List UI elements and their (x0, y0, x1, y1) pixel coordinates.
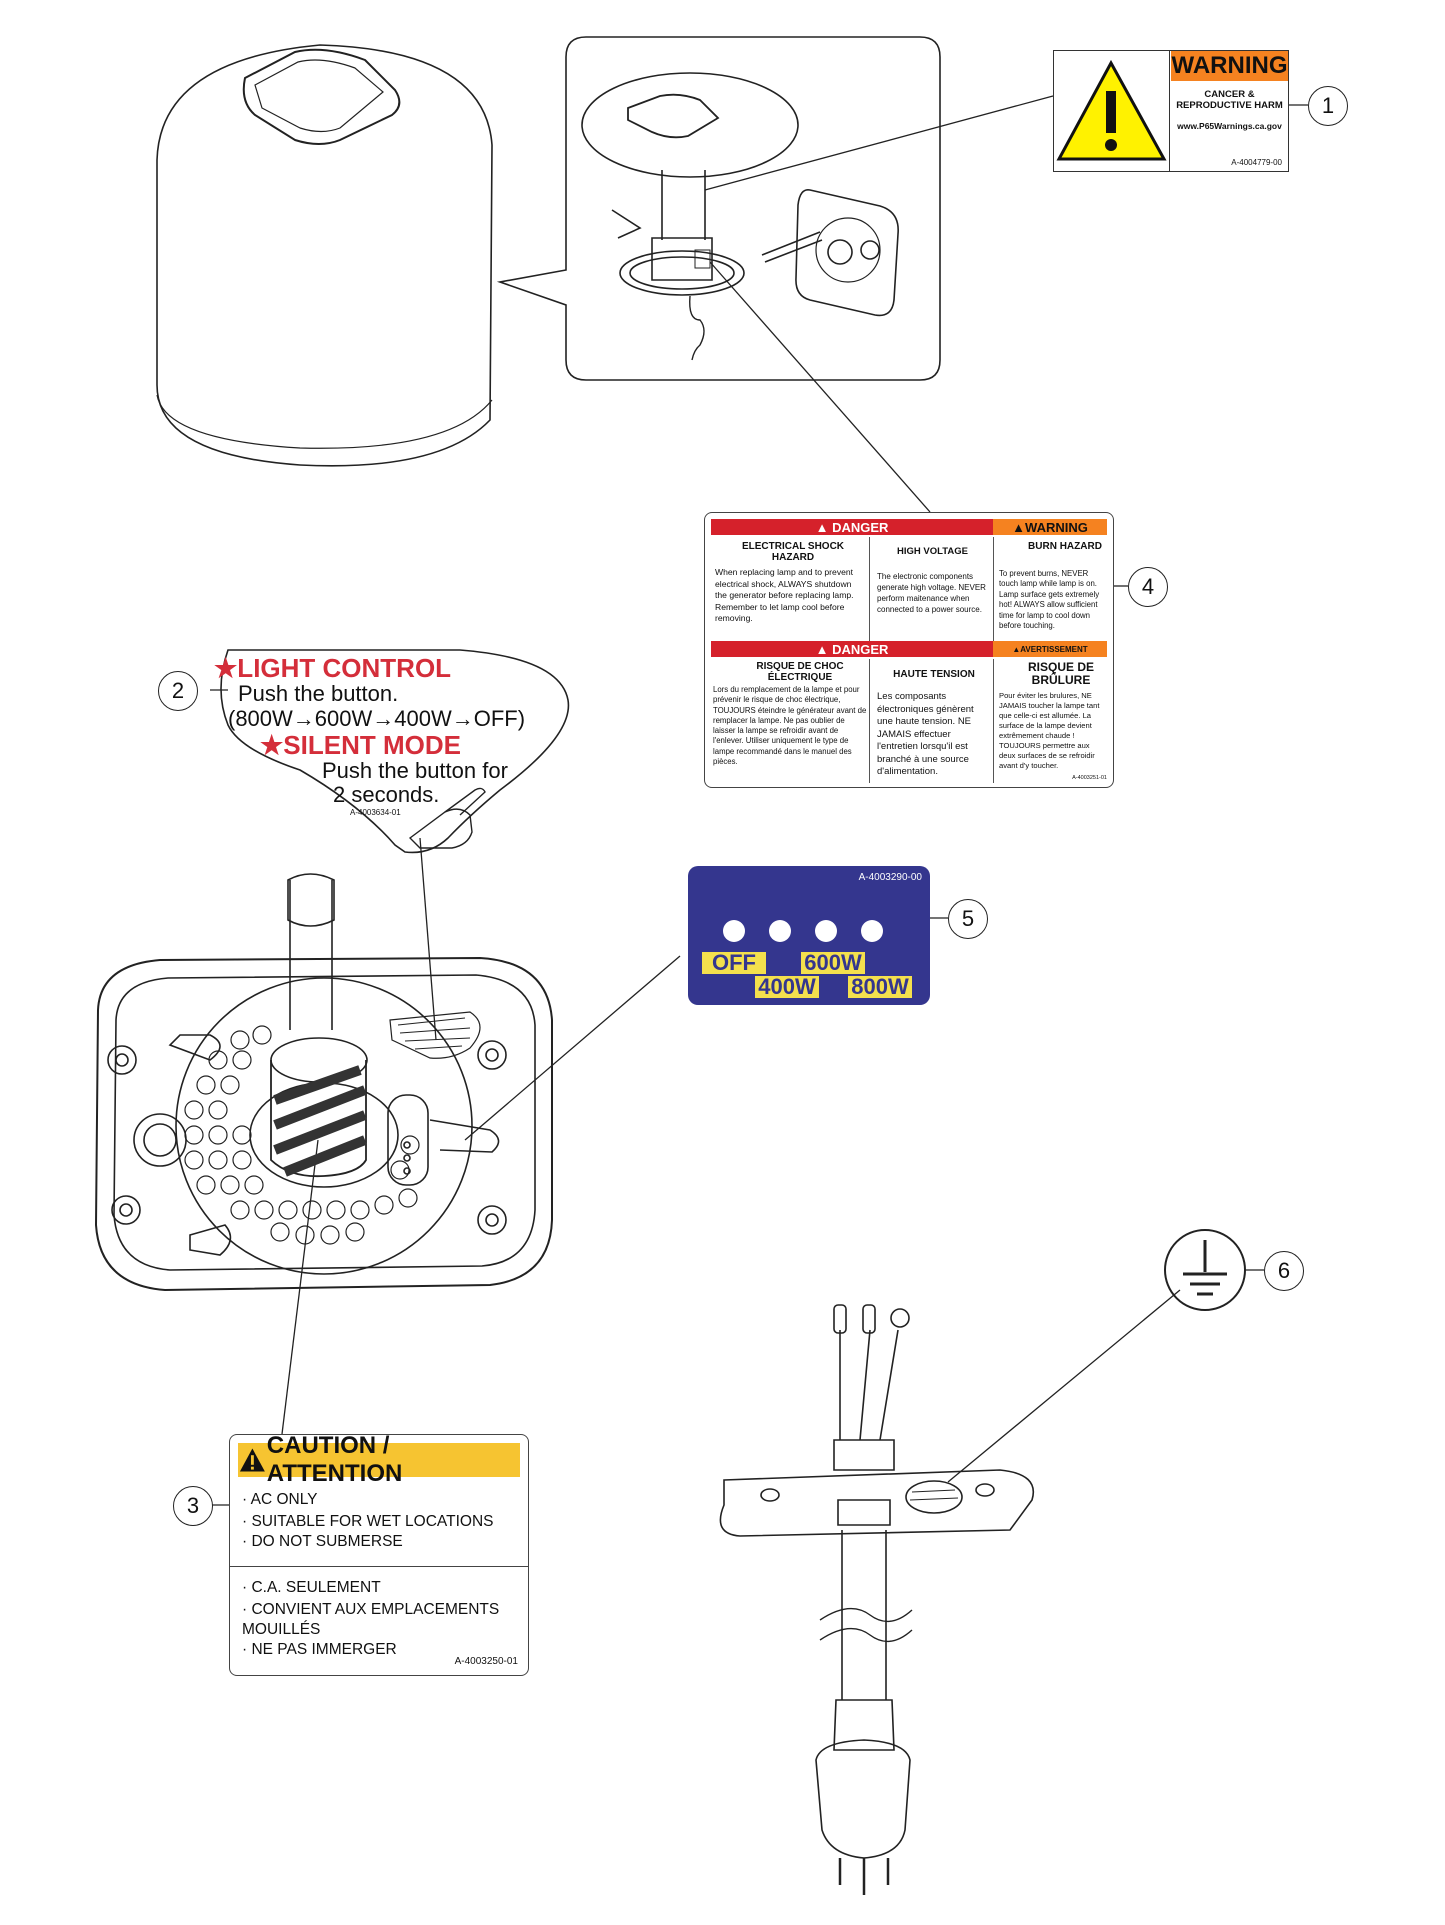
label-3-caution: CAUTION / ATTENTION · AC ONLY · SUITABLE… (229, 1434, 529, 1676)
indicator-light-800 (861, 920, 883, 942)
label-3-header: CAUTION / ATTENTION (266, 1434, 403, 1487)
label-3-fr-3: MOUILLÉS (242, 1621, 321, 1638)
label-4-col2-title-en: HIGH VOLTAGE (897, 546, 968, 557)
label-1-line1: CANCER & (1204, 89, 1255, 100)
label-5-400w: 400W (755, 976, 819, 998)
avert-icon: ▲ (1012, 644, 1021, 654)
port-holes (184, 1025, 420, 1245)
label-3-fr-4: · NE PAS IMMERGER (242, 1641, 397, 1658)
label-4-danger: ▲ DANGER ▲WARNING ELECTRICAL SHOCK HAZAR… (704, 512, 1114, 788)
label-4-col2-text-en: The electronic components generate high … (877, 572, 986, 614)
label-4-col1-text-fr: Lors du remplacement de la lampe et pour… (713, 685, 867, 767)
label-1-code: A-4004779-00 (1231, 158, 1282, 167)
caution-triangle-icon (239, 1448, 265, 1472)
label-4-col1-title-en: ELECTRICAL SHOCK HAZARD (741, 541, 845, 563)
label-4-col2-title-fr: HAUTE TENSION (893, 669, 975, 680)
ground-symbol-icon (1164, 1229, 1246, 1311)
label-2-title1: ★LIGHT CONTROL (214, 653, 452, 683)
label-4-col3-text-fr: Pour éviter les brulures, NE JAMAIS touc… (999, 691, 1100, 770)
label-2-line1: Push the button. (238, 681, 399, 706)
power-cord-assembly (719, 1304, 1035, 1895)
label-2-title2: ★SILENT MODE (260, 730, 461, 760)
label-2-line3: 2 seconds. (333, 782, 440, 807)
label-4-code: A-4003251-01 (1072, 775, 1107, 782)
label-1-url: www.P65Warnings.ca.gov (1177, 121, 1282, 131)
label-5-off: OFF (702, 952, 766, 974)
label-4-avert-fr: AVERTISSEMENT (1020, 644, 1088, 654)
callout-3: 3 (173, 1486, 213, 1526)
detail-box (496, 36, 941, 381)
callout-1: 1 (1308, 86, 1348, 126)
label-3-en-3: · DO NOT SUBMERSE (242, 1533, 403, 1550)
label-4-col3-text-en: To prevent burns, NEVER touch lamp while… (999, 569, 1100, 631)
label-3-fr-1: · C.A. SEULEMENT (242, 1579, 381, 1596)
label-5-800w: 800W (848, 976, 912, 998)
lamp-globe (156, 44, 493, 467)
label-4-warning-en: WARNING (1025, 519, 1088, 535)
label-4-col3-title-en: BURN HAZARD (1028, 541, 1102, 552)
label-4-danger-en: DANGER (832, 519, 889, 535)
label-4-col1-title-fr: RISQUE DE CHOC ÉLECTRIQUE (756, 661, 844, 683)
label-4-danger-fr: DANGER (832, 641, 889, 657)
indicator-light-off (723, 920, 745, 942)
label-2-sequence: (800W→600W→400W→OFF) (228, 706, 526, 731)
label-1-warning: WARNING CANCER & REPRODUCTIVE HARM www.P… (1053, 50, 1289, 172)
warning-triangle-icon (1054, 51, 1170, 171)
pointing-hand-icon (408, 787, 486, 849)
danger-fr-icon: ▲ (815, 641, 833, 657)
label-5-code: A-4003290-00 (858, 872, 922, 883)
label-1-line2: REPRODUCTIVE HARM (1176, 100, 1283, 111)
indicator-light-600 (815, 920, 837, 942)
indicator-light-400 (769, 920, 791, 942)
label-3-en-1: · AC ONLY (242, 1491, 318, 1508)
label-3-code: A-4003250-01 (454, 1656, 518, 1667)
label-4-col2-text-fr: Les composants électroniques génèrent un… (877, 691, 974, 777)
warning-small-icon: ▲ (1012, 519, 1026, 535)
label-4-col1-text-en: When replacing lamp and to prevent elect… (715, 567, 854, 624)
callout-4: 4 (1128, 567, 1168, 607)
label-3-en-2: · SUITABLE FOR WET LOCATIONS (242, 1513, 494, 1530)
label-5-power-indicator: A-4003290-00 OFF 400W 600W 800W (688, 866, 930, 1005)
label-4-col3-title-fr: RISQUE DE BRÛLURE (1027, 660, 1094, 687)
label-5-600w: 600W (801, 952, 865, 974)
label-3-fr-2: · CONVIENT AUX EMPLACEMENTS (242, 1601, 500, 1618)
callout-6: 6 (1264, 1251, 1304, 1291)
label-1-header: WARNING (1171, 51, 1288, 81)
label-2-code: A-4003634-01 (350, 808, 401, 817)
danger-icon: ▲ (815, 519, 833, 535)
callout-5: 5 (948, 899, 988, 939)
switch-plate-assembly (94, 873, 553, 1292)
label-2-line2: Push the button for (322, 758, 508, 783)
callout-2: 2 (158, 671, 198, 711)
